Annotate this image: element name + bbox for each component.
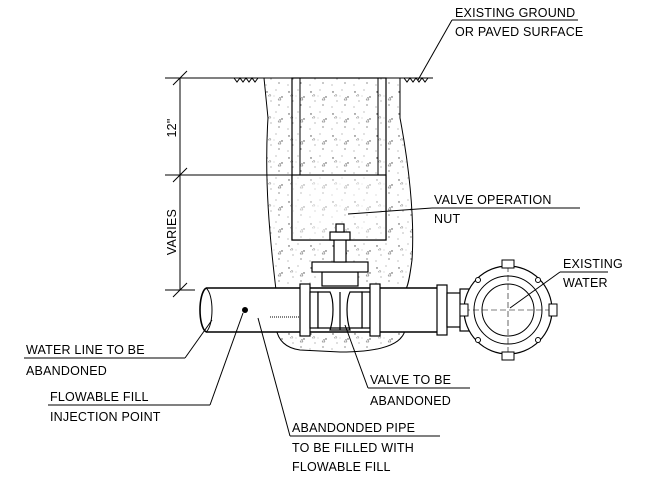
flowable-fill-label-2: INJECTION POINT <box>50 410 161 424</box>
valve-abandoned-label-2: ABANDONED <box>370 394 451 408</box>
pipe-flange-right <box>361 283 381 337</box>
water-line-label-2: ABANDONED <box>26 364 107 378</box>
existing-water-label-2: WATER <box>563 276 608 290</box>
leader-lines <box>24 19 608 437</box>
dimension-12in <box>165 70 231 183</box>
existing-water-label-1: EXISTING <box>563 257 623 271</box>
water-line-label-1: WATER LINE TO BE <box>26 343 145 357</box>
gate-valve <box>311 223 369 331</box>
valve-operation-label-1: VALVE OPERATION <box>434 193 552 207</box>
pipe-flange-left <box>299 283 319 337</box>
abandoned-pipe-label-3: FLOWABLE FILL <box>292 460 391 474</box>
valve-operation-label-2: NUT <box>434 212 460 226</box>
existing-ground-label-1: EXISTING GROUND <box>455 6 575 20</box>
dimension-varies-label: VARIES <box>165 209 179 255</box>
flowable-fill-injection-point <box>242 307 248 313</box>
ground-hatch-left <box>231 77 264 83</box>
valve-abandoned-label-1: VALVE TO BE <box>370 373 451 387</box>
dimension-varies <box>165 175 195 298</box>
ground-hatch-right <box>400 77 433 83</box>
abandoned-pipe-label-1: ABANDONDED PIPE <box>292 421 415 435</box>
abandoned-pipe-label-2: TO BE FILLED WITH <box>292 441 414 455</box>
flowable-fill-label-1: FLOWABLE FILL <box>50 390 149 404</box>
existing-water-main <box>459 259 558 361</box>
dimension-12in-label: 12" <box>165 119 179 138</box>
existing-ground-label-2: OR PAVED SURFACE <box>455 25 583 39</box>
